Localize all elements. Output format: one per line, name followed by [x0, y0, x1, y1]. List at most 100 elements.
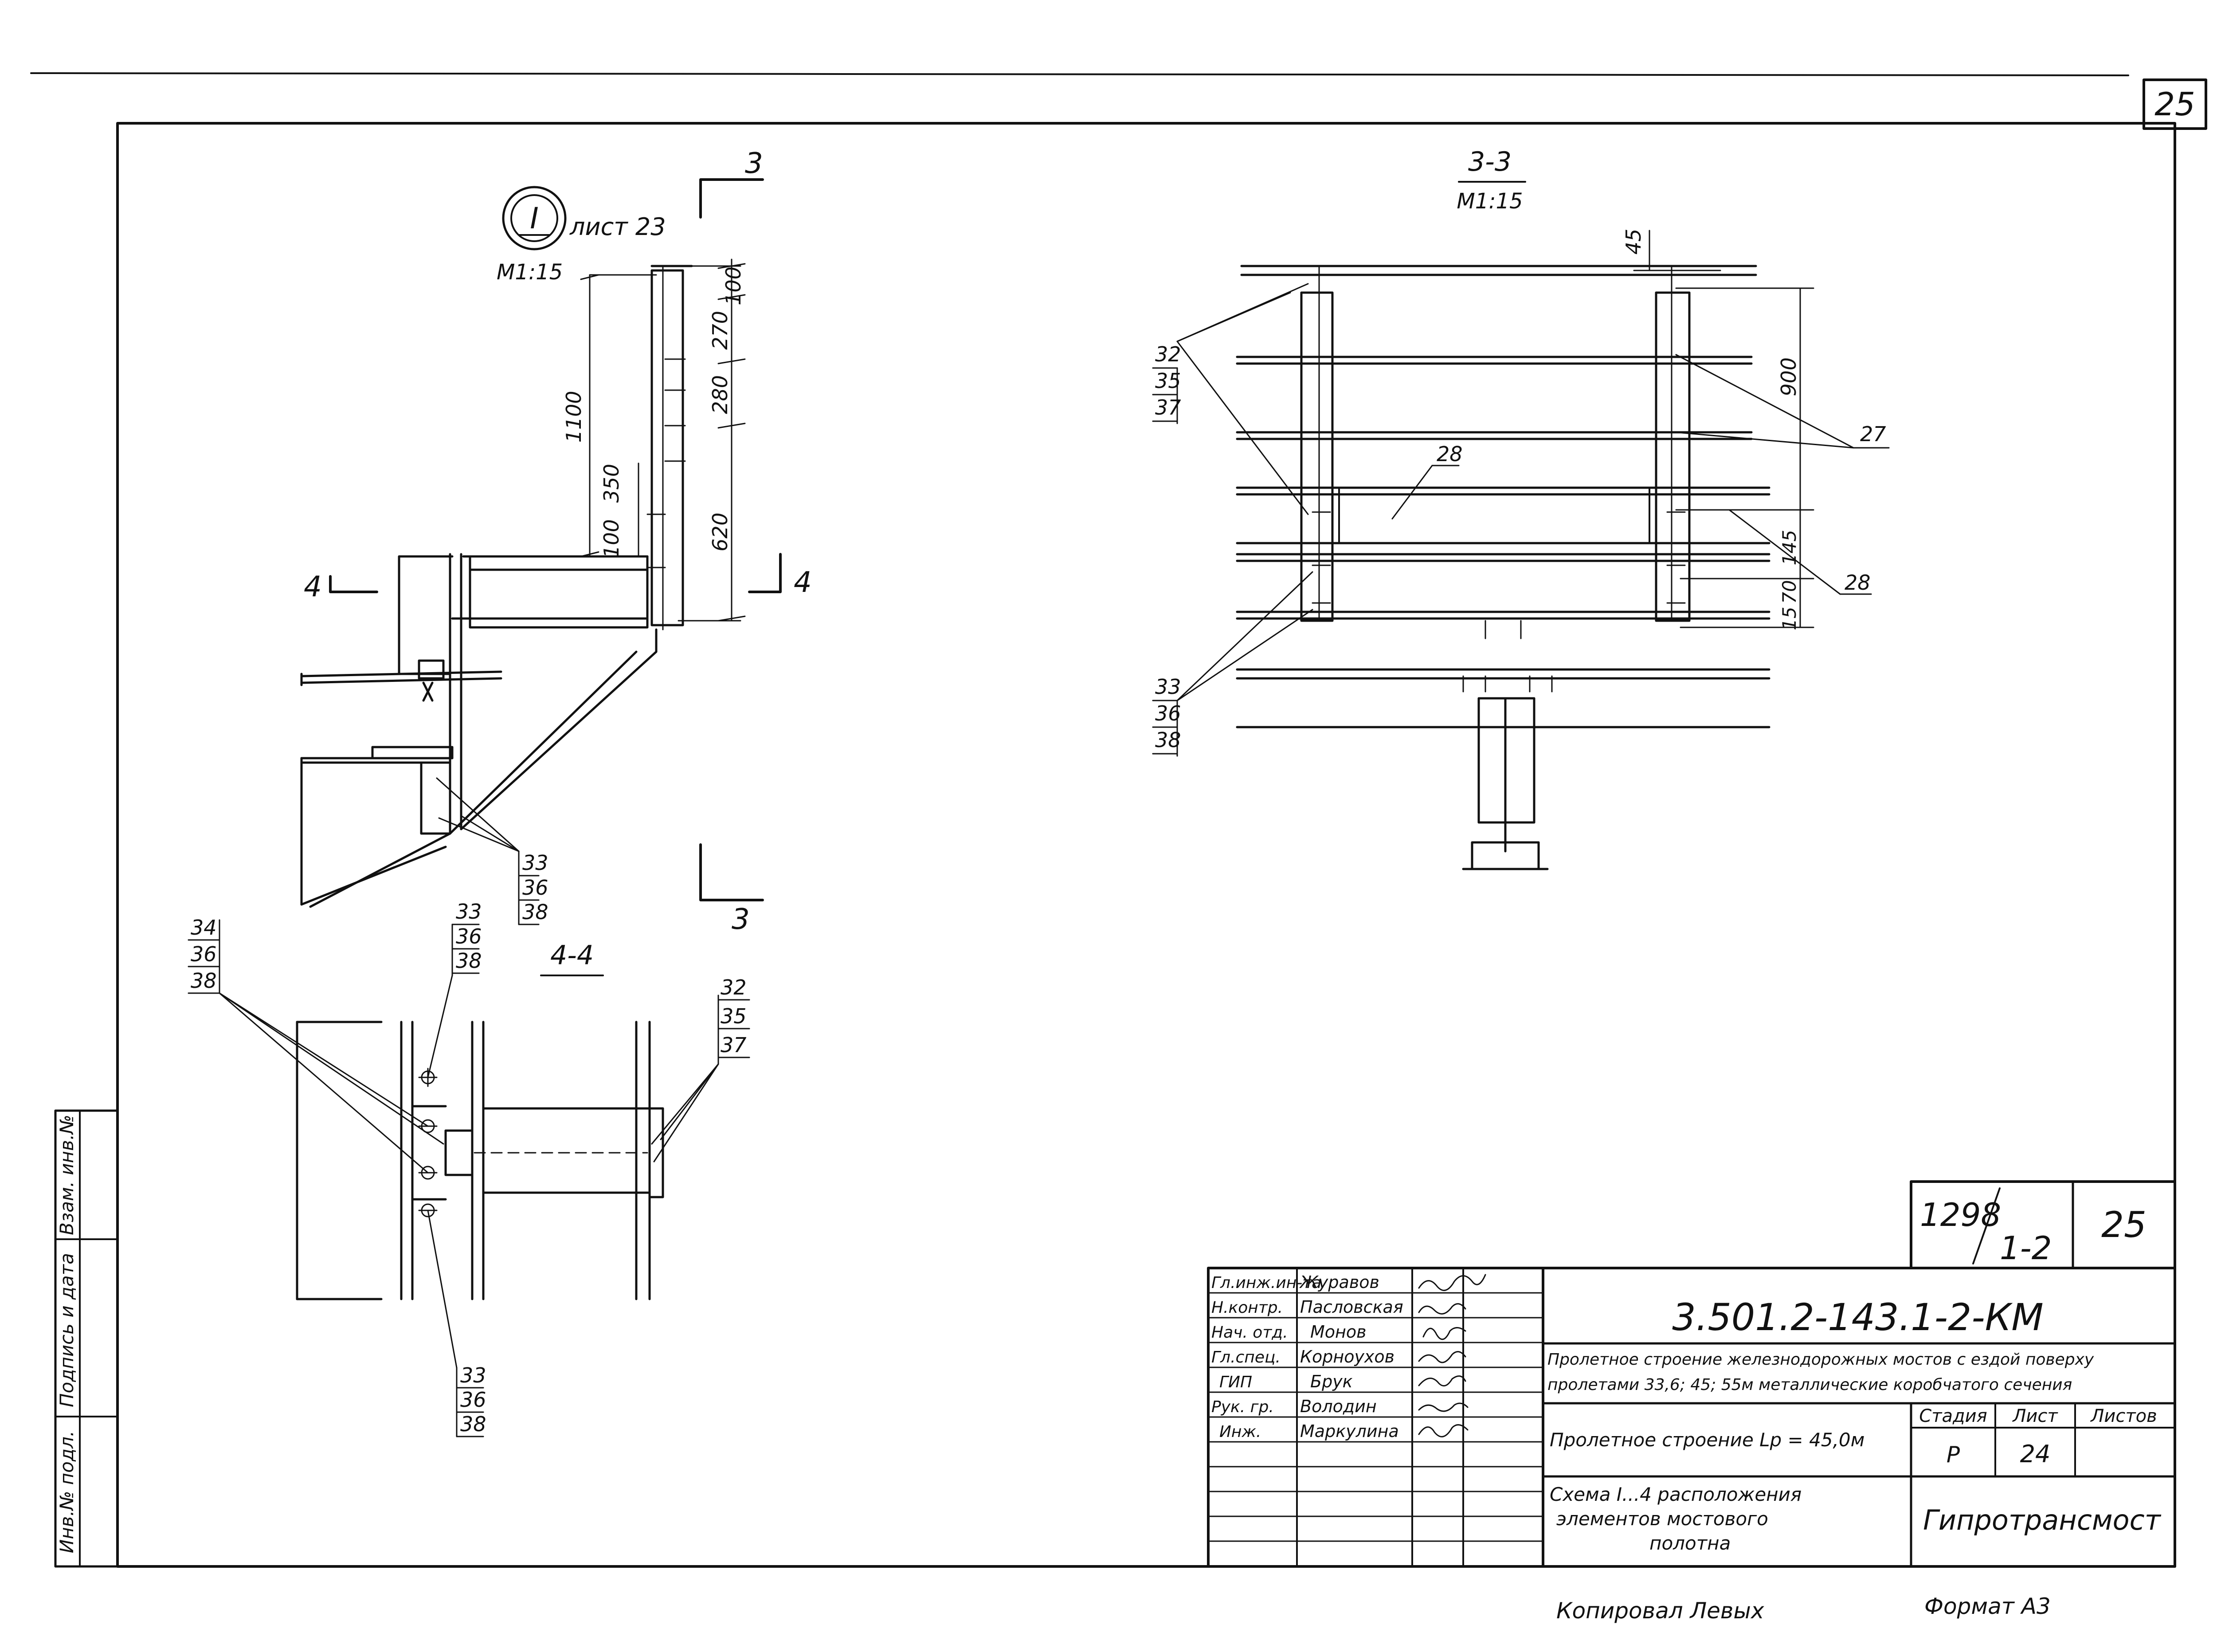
cut-4-right-label: 4 — [794, 566, 812, 599]
section-3-3-title: 3-3 — [1468, 146, 1512, 177]
detail-callout-outer-circle — [502, 186, 567, 251]
corner-sheet-number: 25 — [2154, 86, 2195, 123]
document-code: 3.501.2-143.1-2-КМ — [1672, 1296, 2044, 1339]
footer-copied-by: Копировал Левых — [1556, 1598, 1764, 1624]
section-3-3-group-bottom-38: 38 — [1155, 728, 1181, 752]
dim-280: 280 — [708, 375, 732, 414]
role-3: Гл.спец. — [1211, 1348, 1281, 1366]
cut-3-bottom-label: 3 — [732, 903, 750, 936]
name-1: Пасловская — [1300, 1297, 1403, 1317]
section-3-3-dim-lines — [1633, 230, 1814, 628]
side-signature-date: Подпись и дата — [56, 1253, 78, 1407]
scheme-line-3: полотна — [1649, 1532, 1731, 1554]
section-4-4-group-tc-36: 36 — [456, 924, 482, 948]
title-block-grid — [1207, 1267, 2176, 1568]
sheet-header: Лист — [2012, 1406, 2058, 1426]
drawing-frame — [116, 122, 2176, 1568]
dim-1100: 1100 — [562, 391, 586, 442]
cut-4-left-label: 4 — [304, 571, 322, 603]
section-4-4-group-tr-35: 35 — [721, 1004, 747, 1028]
section-3-3-group-bottom-leaders — [1152, 571, 1313, 757]
section-4-4-group-tc-leaders — [427, 924, 480, 1078]
detail-group-label-33: 33 — [522, 851, 548, 875]
label-27: 27 — [1860, 422, 1886, 446]
section-4-4-group-tl-36: 36 — [191, 942, 217, 966]
section-4-4-group-tc-33: 33 — [456, 900, 482, 924]
dim-145: 145 — [1778, 530, 1800, 565]
role-0: Гл.инж.ин-та — [1211, 1274, 1321, 1292]
top-scan-line — [30, 72, 2129, 76]
label-28b: 28 — [1845, 571, 1871, 595]
name-6: Маркулина — [1300, 1421, 1399, 1441]
organization: Гипротрансмост — [1923, 1504, 2162, 1536]
name-3: Корноухов — [1300, 1347, 1394, 1366]
section-3-3-group-top-35: 35 — [1155, 369, 1181, 393]
stamp-number-top: 1298 — [1920, 1196, 2001, 1233]
section-4-4-bolt-holes — [418, 1068, 438, 1217]
section-3-3-bolts — [1312, 511, 1686, 693]
side-vzam-inv: Взам. инв.№ — [56, 1115, 78, 1235]
name-5: Володин — [1300, 1397, 1377, 1416]
scheme-line-1: Схема I...4 расположения — [1550, 1484, 1802, 1505]
dim-620: 620 — [708, 513, 732, 552]
side-inv-podl: Инв.№ подл. — [56, 1431, 78, 1553]
label-28a: 28 — [1437, 442, 1463, 466]
section-3-3-group-top-32: 32 — [1155, 342, 1181, 366]
role-2: Нач. отд. — [1211, 1323, 1288, 1342]
dim-900: 900 — [1777, 357, 1801, 396]
role-6: Инж. — [1219, 1423, 1261, 1441]
dim-350: 350 — [599, 464, 623, 503]
left-post — [1300, 291, 1334, 622]
role-5: Рук. гр. — [1211, 1398, 1274, 1416]
role-4: ГИП — [1219, 1373, 1252, 1391]
section-3-3-group-bottom-33: 33 — [1155, 675, 1181, 699]
dim-70: 70 — [1778, 580, 1800, 603]
stage-header: Стадия — [1919, 1406, 1987, 1426]
section-4-4-group-tr-leaders — [651, 994, 750, 1163]
name-0: Журавов — [1299, 1272, 1379, 1292]
detail-scale: М1:15 — [497, 260, 563, 285]
section-3-3-group-top-leaders — [1152, 283, 1309, 515]
section-3-3-group-top-37: 37 — [1155, 395, 1181, 419]
support-pier — [1462, 697, 1549, 870]
name-2: Монов — [1310, 1322, 1367, 1342]
section-4-4-group-tl-38: 38 — [191, 969, 217, 993]
right-post — [1655, 291, 1691, 622]
detail-dimension-chain — [580, 258, 746, 622]
section-4-4-group-bottom-33: 33 — [460, 1363, 486, 1387]
sheet-value: 24 — [2020, 1440, 2051, 1468]
section-4-4-title: 4-4 — [550, 940, 594, 971]
project-title-line-2: пролетами 33,6; 45; 55м металлические ко… — [1547, 1376, 2072, 1394]
deck-section — [300, 553, 658, 908]
detail-callout-number: I — [530, 201, 538, 235]
section-4-4-group-tl-34: 34 — [191, 916, 217, 940]
cut-3-top-marker — [699, 178, 764, 219]
stamp-number-bottom: 1-2 — [2000, 1229, 2052, 1267]
section-4-4-group-bottom-38: 38 — [460, 1412, 486, 1436]
signatures — [1418, 1274, 1486, 1437]
section-3-3-view: 3-3 М1:15 — [1152, 146, 1890, 870]
detail-group-label-36: 36 — [522, 876, 548, 900]
section-4-4-group-tr-37: 37 — [721, 1033, 747, 1057]
section-4-4-group-bottom-leaders — [427, 1210, 484, 1437]
cut-4-right-marker — [748, 553, 782, 593]
stamp-number-right: 25 — [2101, 1204, 2146, 1245]
label-27-leaders — [1675, 354, 1890, 449]
section-4-4-group-tr-32: 32 — [721, 975, 747, 999]
section-4-4-group-tc-38: 38 — [456, 949, 482, 973]
post-bolts — [646, 358, 686, 568]
label-28b-leader — [1728, 509, 1872, 595]
role-1: Н.контр. — [1211, 1299, 1283, 1317]
dim-45: 45 — [1622, 229, 1645, 255]
section-4-4-group-bottom-36: 36 — [460, 1388, 486, 1412]
dim-15: 15 — [1778, 607, 1800, 630]
detail-group-label-38: 38 — [522, 900, 548, 924]
detail-I-view: I лист 23 М1:15 3 3 4 4 — [300, 147, 812, 936]
project-title-line-1: Пролетное строение железнодорожных мосто… — [1547, 1351, 2094, 1369]
cut-4-left-marker — [329, 575, 378, 593]
section-3-3-group-bottom-36: 36 — [1155, 701, 1181, 725]
scheme-line-2: элементов мостового — [1556, 1508, 1768, 1530]
section-4-4-view: 4-4 — [188, 900, 750, 1437]
side-strip: Взам. инв.№ Подпись и дата Инв.№ подл. — [54, 1109, 119, 1568]
